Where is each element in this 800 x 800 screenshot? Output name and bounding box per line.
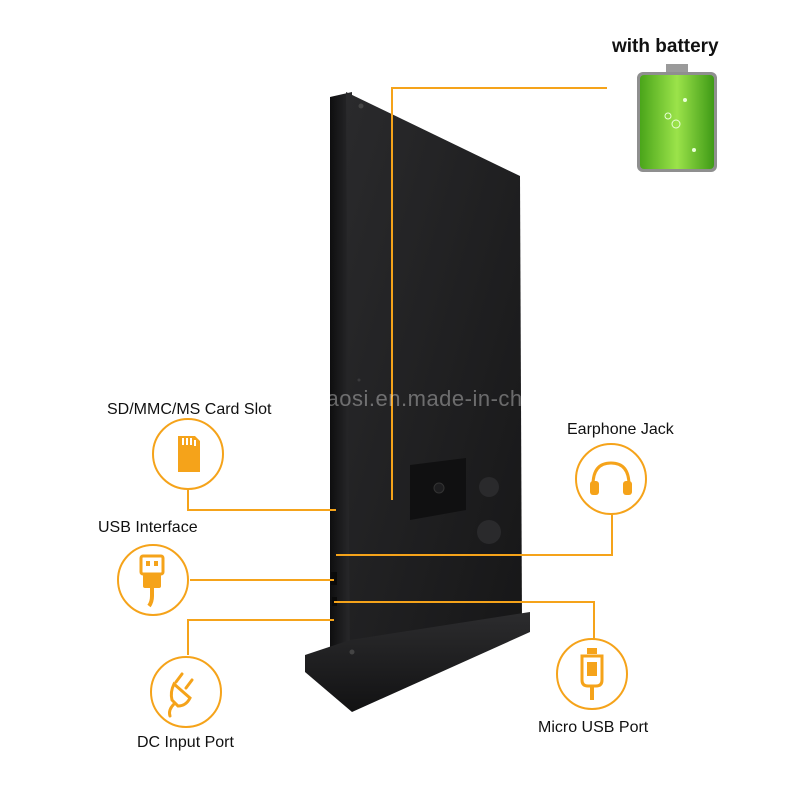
sd-card-label: SD/MMC/MS Card Slot (107, 401, 272, 418)
dc-input-badge (150, 656, 222, 728)
battery-heading: with battery (612, 36, 719, 57)
earphone-callout-line (336, 514, 613, 556)
sd-card-callout-line (187, 490, 336, 511)
sd-card-icon (178, 436, 200, 472)
screw (358, 103, 364, 109)
camera-lens (433, 482, 445, 494)
micro-usb-label: Micro USB Port (538, 719, 649, 736)
speaker-grille (477, 477, 501, 544)
usb-badge (117, 544, 189, 616)
screw (357, 378, 361, 382)
watermark-text: praosi.en.made-in-china.com (306, 386, 604, 411)
micro-usb-icon (580, 648, 604, 700)
micro-usb-badge (556, 638, 628, 710)
earphone-badge (575, 443, 647, 515)
sd-card-badge (152, 418, 224, 490)
micro-usb-callout-line (334, 601, 595, 650)
screw (349, 649, 355, 655)
power-plug-icon (168, 672, 194, 718)
device-side-edge (330, 92, 352, 690)
usb-label: USB Interface (98, 519, 198, 536)
dc-input-callout-line (187, 619, 334, 655)
usb-plug-icon (139, 554, 165, 608)
device-base-stand (305, 612, 530, 712)
device-back-panel (346, 92, 522, 688)
headphones-icon (590, 461, 632, 495)
battery-callout-line (391, 87, 607, 500)
earphone-label: Earphone Jack (567, 421, 674, 438)
usb-port (331, 572, 337, 585)
dc-input-label: DC Input Port (137, 734, 234, 751)
